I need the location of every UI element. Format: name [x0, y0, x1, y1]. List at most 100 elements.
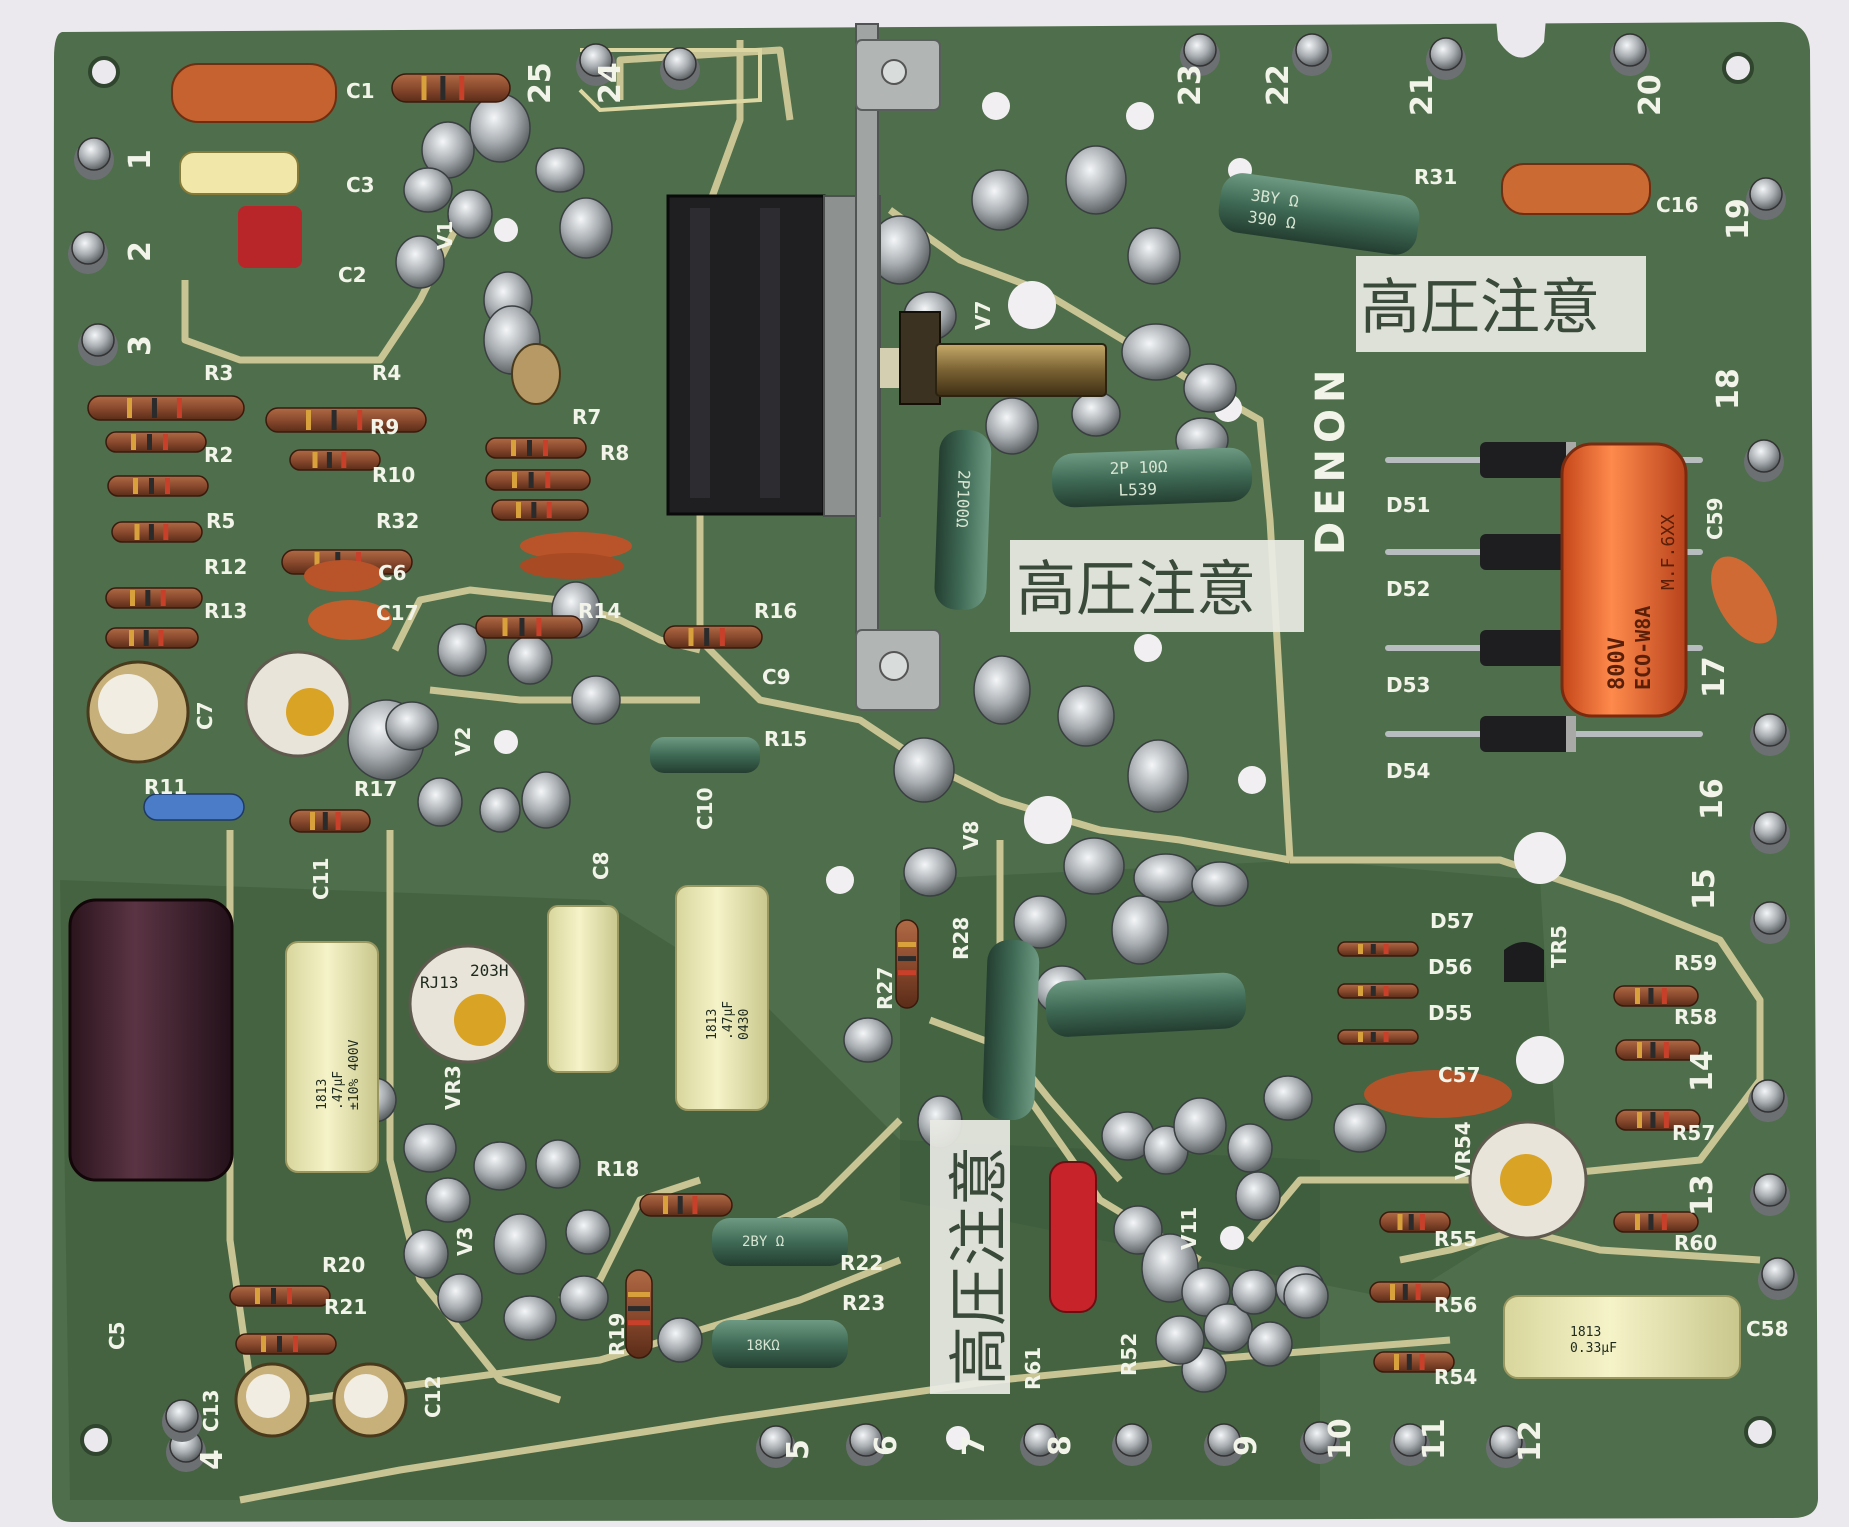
silk-label-c7: C7 [193, 701, 217, 730]
solder-blob [1113, 1205, 1163, 1255]
carbon-resistor [107, 475, 209, 497]
terminal-label-9: 9 [1229, 1435, 1264, 1456]
film-cap-c10-lot: 0430 [737, 1009, 752, 1040]
carbon-resistor [1337, 941, 1419, 957]
silk-label-r22: R22 [840, 1251, 883, 1275]
silk-label-c12: C12 [421, 1375, 445, 1418]
solder-blob [507, 635, 553, 685]
terminal-post [1426, 37, 1466, 80]
silk-label-r17: R17 [354, 777, 397, 801]
terminal-post [660, 47, 700, 90]
solder-blob [1183, 363, 1237, 413]
silk-label-r2: R2 [204, 443, 233, 467]
carbon-resistor [105, 587, 203, 609]
silk-label-r52: R52 [1117, 1333, 1141, 1376]
silk-label-vr3: VR3 [441, 1065, 465, 1110]
film-cap-c11-code: 1813 [315, 1079, 330, 1110]
carbon-resistor [485, 469, 591, 491]
film-caps: 1813 .47μF ±10% 400V 1813 .47μF 0430 181… [285, 885, 1741, 1379]
silk-label-r58: R58 [1674, 1005, 1717, 1029]
solder-blob [1013, 895, 1067, 949]
terminal-label-20: 20 [1633, 74, 1668, 116]
silk-label-r19: R19 [605, 1313, 629, 1356]
carbon-resistor [491, 499, 589, 521]
solder-blob [1111, 895, 1169, 965]
silk-label-d54: D54 [1386, 759, 1430, 783]
terminal-post [1750, 811, 1790, 854]
silk-label-r27: R27 [873, 967, 897, 1010]
warning-label-vertical: 高圧注意 [945, 1146, 1015, 1386]
terminal-label-19: 19 [1721, 198, 1756, 240]
terminal-post [1486, 1425, 1526, 1468]
orange-cap-code: M.F.6XX [1658, 514, 1679, 590]
orange-cap-voltage: 800V [1605, 637, 1630, 690]
silk-label-c9: C9 [762, 665, 791, 689]
terminal-post [846, 1423, 886, 1466]
carbon-resistor [229, 1285, 331, 1307]
silk-label-d51: D51 [1386, 493, 1430, 517]
solder-blob [843, 1017, 893, 1063]
solder-blob [473, 1141, 527, 1191]
terminal-post [1180, 33, 1220, 76]
solder-blob [425, 1177, 471, 1223]
green-resistor-mid-line1: 2P 10Ω [1109, 457, 1168, 478]
silk-label-c6: C6 [378, 561, 407, 585]
silk-label-r15: R15 [764, 727, 807, 751]
terminal-post [68, 231, 108, 274]
silk-label-c58: C58 [1746, 1317, 1789, 1341]
trimmer-vr3-value: 203H [470, 961, 509, 980]
silk-label-r61: R61 [1021, 1347, 1045, 1390]
terminal-post [1758, 1257, 1798, 1300]
silk-label-r4: R4 [372, 361, 401, 385]
trimmer-pots: RJ13 203H [244, 650, 1588, 1240]
trimmer-vr3-code: RJ13 [420, 973, 459, 992]
terminal-label-5: 5 [781, 1439, 816, 1460]
terminal-post [1204, 1423, 1244, 1466]
terminal-post [1746, 177, 1786, 220]
carbon-resistor [289, 449, 381, 471]
silk-label-r28: R28 [949, 917, 973, 960]
solder-blob [447, 189, 493, 239]
solder-blob [1127, 739, 1189, 813]
terminal-post [78, 323, 118, 366]
solder-blob [1057, 685, 1115, 747]
solder-blob [973, 655, 1031, 725]
carbon-resistor [485, 437, 587, 459]
silk-label-v8: V8 [959, 821, 983, 850]
carbon-resistor [475, 615, 583, 639]
silk-label-r23: R23 [842, 1291, 885, 1315]
solder-blob [469, 93, 531, 163]
green-resistors: 3BY Ω 390 Ω 2P 10Ω L539 2P100Ω 2BY Ω 18K… [650, 173, 1420, 1368]
diode-bank: 800V ECO-W8A M.F.6XX [1385, 442, 1703, 752]
terminal-label-25: 25 [523, 62, 558, 104]
solder-blob [1063, 837, 1125, 895]
terminal-label-7: 7 [957, 1435, 992, 1456]
carbon-resistor [87, 395, 245, 421]
terminal-post [1390, 1423, 1430, 1466]
carbon-resistor [1373, 1351, 1455, 1373]
blue-resistor [143, 793, 245, 821]
terminal-label-17: 17 [1697, 656, 1732, 698]
solder-blob [535, 147, 585, 193]
carbon-resistor [105, 627, 199, 649]
toggle-switch [666, 23, 1107, 711]
silk-label-r11: R11 [144, 775, 187, 799]
solder-blob [395, 235, 445, 289]
silk-label-r56: R56 [1434, 1293, 1477, 1317]
silk-label-c13: C13 [199, 1389, 223, 1432]
carbon-resistor [235, 1333, 337, 1355]
ceramic-caps [171, 63, 1777, 1118]
silk-label-r13: R13 [204, 599, 247, 623]
silk-label-c1: C1 [346, 79, 375, 103]
terminal-label-4: 4 [195, 1449, 230, 1470]
terminal-post [576, 43, 616, 86]
silk-label-d53: D53 [1386, 673, 1430, 697]
solder-blob [437, 623, 487, 677]
solder-blob [535, 1139, 581, 1189]
silk-label-c3: C3 [346, 173, 375, 197]
green-resistor-low-line2: 18KΩ [746, 1338, 780, 1354]
carbon-resistor [1337, 1029, 1419, 1045]
solder-blob [493, 1213, 547, 1275]
silk-label-d56: D56 [1428, 955, 1472, 979]
carbon-resistor [895, 919, 919, 1009]
